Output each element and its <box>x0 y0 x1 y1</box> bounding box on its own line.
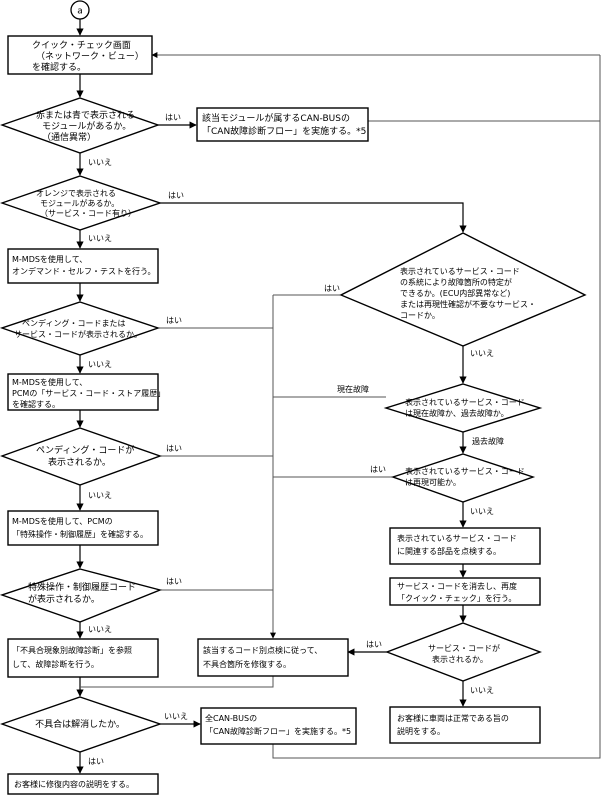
step-explain-repair: お客様に修復内容の説明をする。 <box>7 773 159 795</box>
step-mmds-selftest: M-MDSを使用して、 オンデマンド・セルフ・テストを行う。 <box>7 248 159 284</box>
svg-text:全CAN-BUSの 「CAN故障診断フロー」を実: 全CAN-BUSの 「CAN故障診断フロー」を実施する。*5 <box>205 713 351 736</box>
label-no: いいえ <box>88 234 112 243</box>
label-past: 過去故障 <box>472 436 504 446</box>
decision-identify-fault: 表示されているサービス・コード の系統により故障箇所の特定が できるか。(ECU… <box>339 232 587 347</box>
svg-text:特殊操作・制御履歴コード が表示されるか。: 特殊操作・制御履歴コード が表示されるか。 <box>28 581 139 605</box>
label-no: いいえ <box>470 686 494 695</box>
svg-text:M-MDSを使用して、 PCMの「サービス・コー: M-MDSを使用して、 PCMの「サービス・コード・ストア履歴」 を確認する。 <box>12 377 168 409</box>
label-no: いいえ <box>88 360 112 369</box>
label-no: いいえ <box>470 349 494 358</box>
label-no: いいえ <box>164 712 188 721</box>
decision-special-code: 特殊操作・制御履歴コード が表示されるか。 <box>0 568 163 623</box>
label-no: いいえ <box>88 491 112 500</box>
svg-text:不具合は解消したか。: 不具合は解消したか。 <box>35 718 125 730</box>
decision-code-shown: サービス・コードが 表示されるか。 <box>385 622 542 682</box>
svg-text:表示されているサービス・コード の系統により故障: 表示されているサービス・コード の系統により故障箇所の特定が できるか。(ECU… <box>400 266 539 320</box>
label-no: いいえ <box>470 507 494 516</box>
svg-text:「不具合現象別故障診断」を参照 して、故障診断を: 「不具合現象別故障診断」を参照 して、故障診断を行う。 <box>12 645 135 669</box>
label-yes: はい <box>166 316 182 325</box>
step-mmds-special-history: M-MDSを使用して、PCMの 「特殊操作・制御履歴」を確認する。 <box>7 510 159 546</box>
decision-orange: オレンジで表示される モジュールがあるか。 （サービス・コード有り） <box>0 175 163 231</box>
start-connector: a <box>70 0 90 20</box>
step-mmds-store-history: M-MDSを使用して、 PCMの「サービス・コード・ストア履歴」 を確認する。 <box>7 373 168 411</box>
label-yes: はい <box>168 191 184 200</box>
svg-text:該当するコード別点検に従って、 不具合箇所を修復: 該当するコード別点検に従って、 不具合箇所を修復する。 <box>203 645 325 669</box>
decision-current-past: 表示されているサービス・コード は現在故障か、過去故障か。 <box>383 383 543 433</box>
svg-text:該当モジュールが属するCAN-BUSの 「CAN: 該当モジュールが属するCAN-BUSの 「CAN故障診断フロー」を実施する。*5 <box>202 112 366 137</box>
step-repair-by-code: 該当するコード別点検に従って、 不具合箇所を修復する。 <box>197 638 349 677</box>
decision-reproducible: 表示されているサービス・コード は再現可能か。 <box>390 453 536 503</box>
decision-pending-code: ペンディング・コードが 表示されるか。 <box>0 427 163 486</box>
svg-text:M-MDSを使用して、 オンデマンド・セルフ・テ: M-MDSを使用して、 オンデマンド・セルフ・テストを行う。 <box>12 254 156 276</box>
svg-text:a: a <box>77 7 83 17</box>
svg-text:サービス・コードを消去し、再度 「クイック・チェ: サービス・コードを消去し、再度 「クイック・チェック」を行う。 <box>397 581 520 603</box>
decision-pending-or-service: ペンディング・コードまたは サービス・コードが表示されるか。 <box>0 301 161 356</box>
step-check-screen: クイック・チェック画面 （ネットワーク・ビュー） を確認する。 <box>7 35 153 75</box>
label-yes: はい <box>166 577 182 586</box>
label-current: 現在故障 <box>337 384 369 394</box>
step-symptom-diagnosis: 「不具合現象別故障診断」を参照 して、故障診断を行う。 <box>7 638 159 678</box>
step-inspect-parts: 表示されているサービス・コード に関連する部品を点検する。 <box>389 527 541 565</box>
svg-text:お客様に修復内容の説明をする。: お客様に修復内容の説明をする。 <box>14 779 134 789</box>
label-yes: はい <box>165 113 181 122</box>
label-yes: はい <box>88 757 104 766</box>
svg-text:サービス・コードが 表示されるか。: サービス・コードが 表示されるか。 <box>428 643 503 664</box>
label-yes: はい <box>370 465 386 474</box>
svg-text:表示されているサービス・コード は再現可能か。: 表示されているサービス・コード は再現可能か。 <box>405 466 527 487</box>
decision-resolved: 不具合は解消したか。 <box>0 696 163 753</box>
step-explain-normal: お客様に車両は正常である旨の 説明をする。 <box>389 706 541 744</box>
edge-labels: はい いいえ はい いいえ はい はい いいえ いいえ 現在故障 過去故障 はい… <box>88 113 504 766</box>
svg-text:オレンジで表示される モジュールがあるか。: オレンジで表示される モジュールがあるか。 （サービス・コード有り） <box>36 188 136 218</box>
step-all-canbus: 全CAN-BUSの 「CAN故障診断フロー」を実施する。*5 <box>200 707 357 745</box>
svg-text:ペンディング・コードまたは サービス・コードが表: ペンディング・コードまたは サービス・コードが表示されるか。 <box>14 318 142 339</box>
label-yes: はい <box>166 444 182 453</box>
svg-text:M-MDSを使用して、PCMの 「特殊操作・制御: M-MDSを使用して、PCMの 「特殊操作・制御履歴」を確認する。 <box>12 516 148 539</box>
svg-text:赤または青で表示される モジュールがあるか。: 赤または青で表示される モジュールがあるか。 （通信異常） <box>36 109 138 143</box>
step-canbus-flow: 該当モジュールが属するCAN-BUSの 「CAN故障診断フロー」を実施する。*5 <box>196 107 369 142</box>
label-yes: はい <box>324 284 340 293</box>
label-no: いいえ <box>88 625 112 634</box>
svg-text:表示されているサービス・コード は現在故障か、過: 表示されているサービス・コード は現在故障か、過去故障か。 <box>405 397 527 418</box>
svg-text:表示されているサービス・コード に関連する部品を: 表示されているサービス・コード に関連する部品を点検する。 <box>397 533 519 556</box>
svg-text:クイック・チェック画面 （ネットワーク・ビュー）: クイック・チェック画面 （ネットワーク・ビュー） を確認する。 <box>32 40 147 73</box>
label-no: いいえ <box>88 158 112 167</box>
step-clear-codes: サービス・コードを消去し、再度 「クイック・チェック」を行う。 <box>389 577 541 606</box>
label-yes: はい <box>366 640 382 649</box>
svg-text:ペンディング・コードが 表示されるか。: ペンディング・コードが 表示されるか。 <box>36 444 137 468</box>
svg-text:お客様に車両は正常である旨の 説明をする。: お客様に車両は正常である旨の 説明をする。 <box>397 713 511 736</box>
decision-red-blue: 赤または青で表示される モジュールがあるか。 （通信異常） <box>0 97 161 154</box>
connectors <box>76 19 601 774</box>
